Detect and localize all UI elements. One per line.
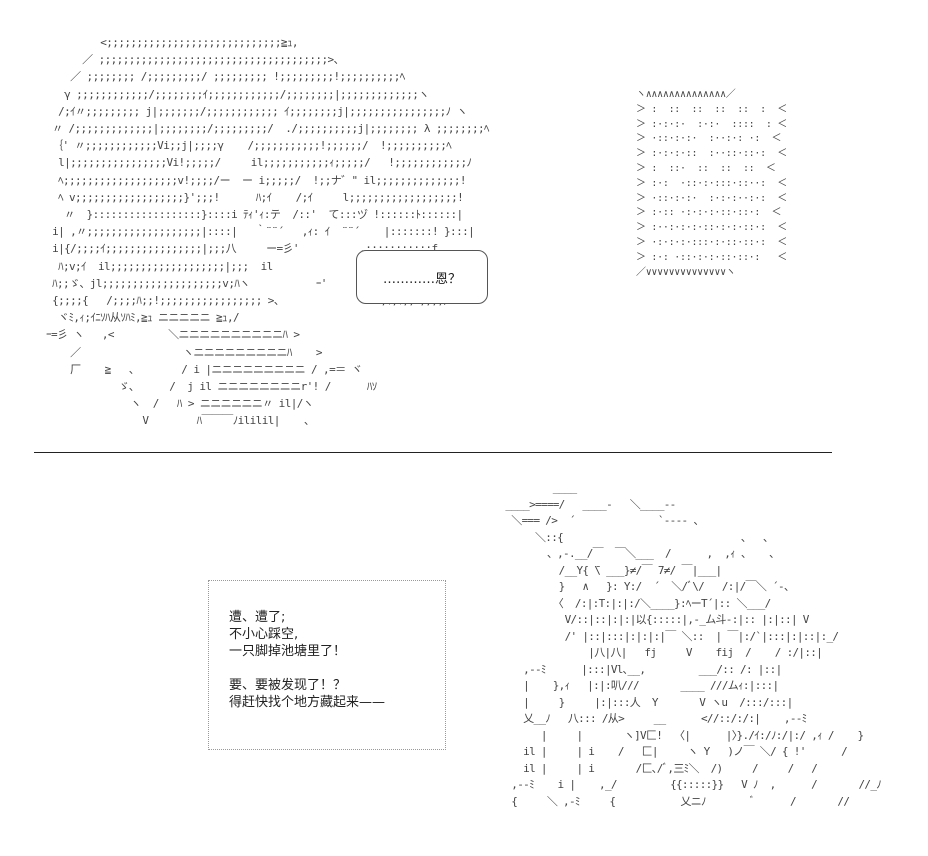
narration-box: 遭、遭了; 不小心踩空, 一只脚掉池塘里了！ 要、要被发现了！？ 得赶快找个地方… [208, 580, 446, 750]
panel-divider [34, 452, 832, 453]
narration-line: 不小心踩空, [229, 627, 299, 642]
narration-line: 得赶快找个地方藏起来—— [229, 695, 386, 710]
narration-line: 要、要被发现了！？ [229, 678, 347, 693]
narration-line: 遭、遭了; [229, 610, 286, 625]
narration-line: 一只脚掉池塘里了！ [229, 644, 347, 659]
narration-spacer [229, 660, 385, 677]
speech-bubble-text: …………恩？ [382, 271, 461, 287]
speech-bubble: …………恩？ [356, 250, 488, 304]
ascii-art-girl: <;;;;;;;;;;;;;;;;;;;;;;;;;;;;;≧ｭ, ／ ;;;;… [46, 36, 490, 428]
ascii-art-stamp: ヽ∧∧∧∧∧∧∧∧∧∧∧∧∧∧／ ＞ : :: :: :: :: : ＜ ＞ :… [636, 89, 787, 278]
ascii-art-creature: ____ ____>====/ ____- ＼____-- ＼=== /> ´ … [505, 481, 882, 808]
